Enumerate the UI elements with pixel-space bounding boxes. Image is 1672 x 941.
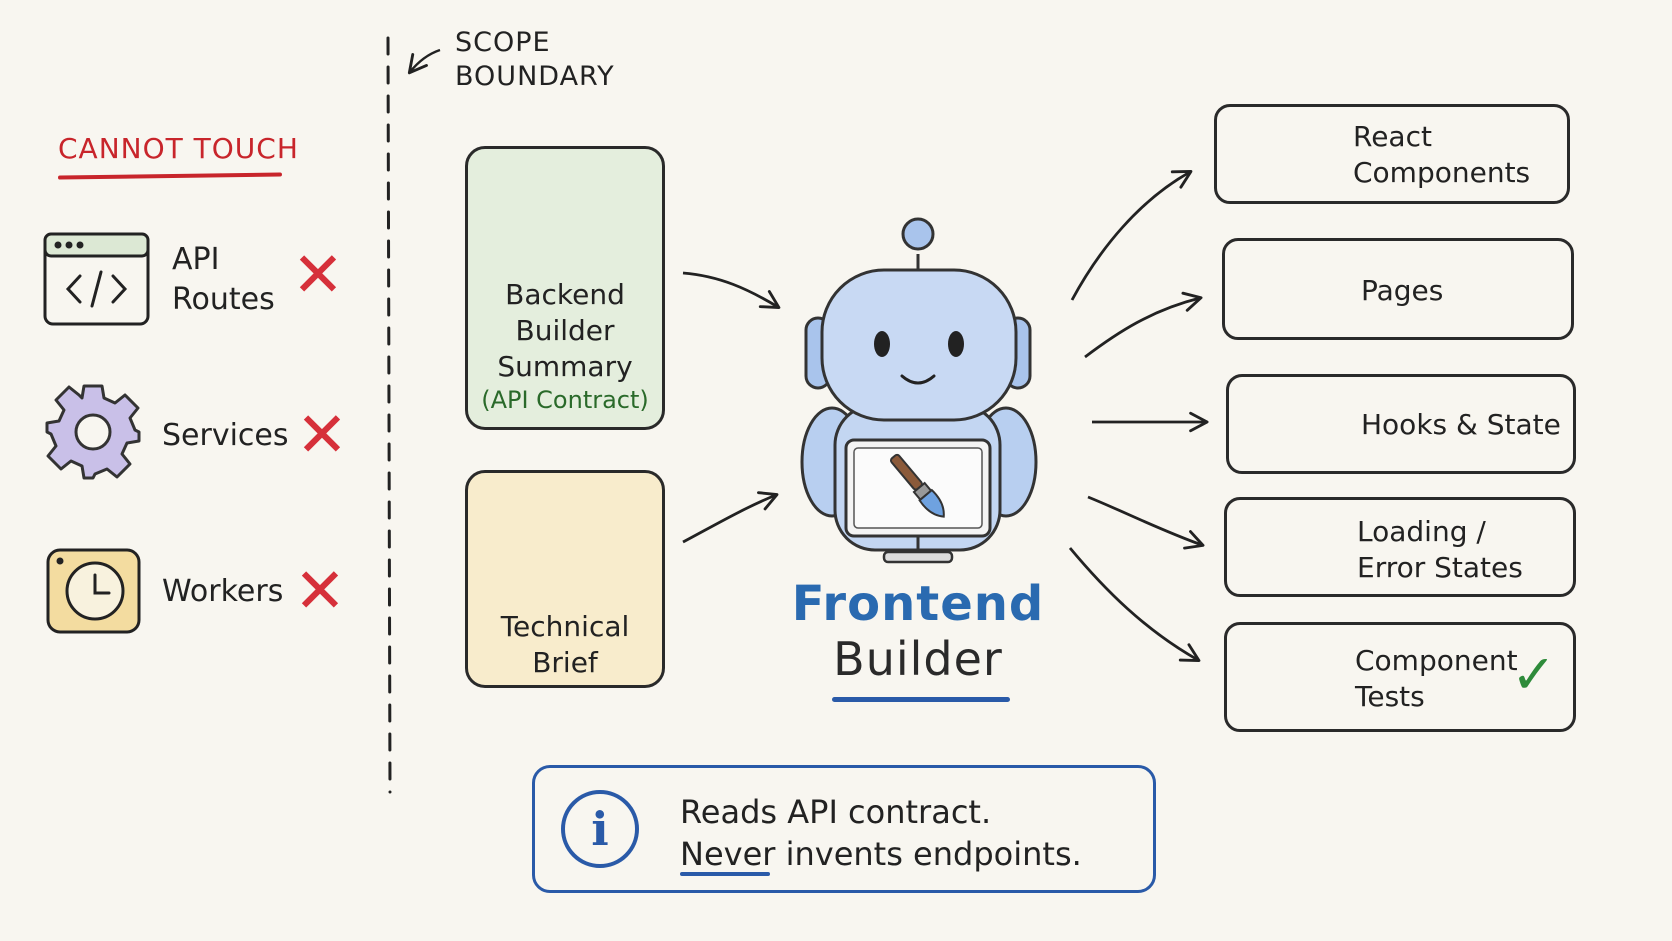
agent-title-underline [832,697,1010,702]
output-pages-card: Pages [1222,238,1574,340]
forbidden-services-label: Services [162,418,289,453]
forbidden-api-routes-x-icon: ✕ [292,238,344,311]
arrow-agent-to-tests [1068,547,1201,662]
backend-line1: Backend [505,278,625,311]
robot-icon [800,217,1038,564]
tests-line2: Tests [1355,680,1425,713]
backend-summary-card: Backend Builder Summary (API Contract) [465,146,665,430]
api-routes-line1: API [172,242,220,277]
output-hooks-state-card: Hooks & State [1226,374,1576,474]
scope-label-line2: BOUNDARY [455,61,615,92]
loading-line1: Loading / [1357,515,1486,548]
api-routes-line2: Routes [172,282,275,317]
scope-pointer-arrow [407,48,441,75]
brief-line1: Technical [500,610,630,643]
scope-boundary-line [386,36,392,794]
backend-line3: Summary [497,350,633,383]
tests-line1: Component [1355,644,1518,677]
react-line1: React [1353,120,1432,153]
output-react-components-card: React Components [1214,104,1570,204]
code-window-icon [43,232,150,326]
info-note-box: i Reads API contract. Never invents endp… [532,765,1156,893]
forbidden-workers-x-icon: ✕ [294,554,346,627]
info-line1: Reads API contract. [680,793,992,831]
arrow-backend-to-agent [682,271,781,309]
agent-title: Frontend Builder [778,576,1058,686]
forbidden-workers-label: Workers [162,574,284,609]
gear-icon [45,384,141,480]
output-loading-error-card: Loading / Error States [1224,497,1576,597]
arrow-agent-to-pages [1084,291,1203,359]
tests-check-icon: ✓ [1511,643,1557,706]
agent-title-line1: Frontend [791,576,1045,632]
arrow-agent-to-loading [1087,495,1205,550]
arrow-agent-to-react [1070,170,1193,301]
backend-api-contract-label: (API Contract) [481,386,649,414]
info-icon: i [561,790,639,868]
forbidden-services-x-icon: ✕ [296,398,348,471]
info-never-underline [680,872,770,876]
backend-line2: Builder [515,314,615,347]
brief-line2: Brief [532,646,598,679]
scope-boundary-label: SCOPE BOUNDARY [455,26,615,94]
info-line2: Never invents endpoints. [680,835,1082,873]
react-line2: Components [1353,156,1531,189]
forbidden-api-routes-label: API Routes [172,240,275,320]
scope-label-line1: SCOPE [455,27,551,58]
hooks-state-label: Hooks & State [1361,408,1561,441]
loading-line2: Error States [1357,551,1523,584]
arrow-brief-to-agent [682,491,779,544]
technical-brief-card: Technical Brief [465,470,665,688]
agent-title-line2: Builder [833,632,1003,686]
cannot-touch-title: CANNOT TOUCH [58,132,299,165]
pages-label: Pages [1361,274,1444,307]
clock-icon [46,548,141,634]
output-component-tests-card: Component Tests ✓ [1224,622,1576,732]
